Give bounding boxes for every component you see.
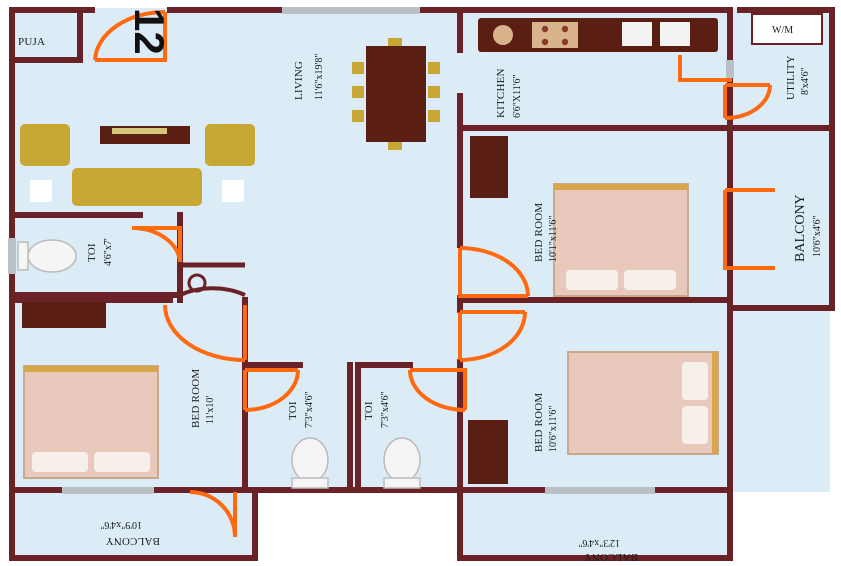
toi-c1-dim: 7'3"x4'6" [304,391,315,428]
bed-ne [553,183,689,297]
bed-sw-dim: 11'x10' [205,396,216,424]
living-dim: 11'6"x19'8" [314,54,325,100]
bed-se [567,351,719,455]
wardrobe-sw [22,302,106,328]
toi-c1-label: TOI [287,401,299,420]
bed-sw-label: BED ROOM [190,369,202,428]
kitchen-counter [478,18,718,52]
toi-c2-label: TOI [363,401,375,420]
bed-se-dim: 10'6"x11'6" [548,406,559,452]
balcony-sw-dim: 10'9"x4'6" [100,519,142,530]
balcony-sw-label: BALCONY [105,535,160,547]
toi-c2-dim: 7'3"x4'6" [380,391,391,428]
utility-dim: 8'x4'6" [800,67,811,95]
wc-center-1 [291,437,329,489]
balcony-se-dim: 12'3"x4'6" [578,537,620,548]
balcony-east-dim: 10'6"x4'6" [812,215,823,257]
drain-fixture [179,273,246,297]
bed-ne-dim: 10'1"x11'6" [548,216,559,262]
washing-machine [751,13,823,45]
doors [93,9,775,538]
dining-table [352,38,440,150]
bed-ne-label: BED ROOM [533,203,545,262]
windows [8,7,734,494]
wc-center-2 [383,437,421,489]
toi-west-label: TOI [86,243,98,262]
living-label: LIVING [293,61,305,100]
bed-sw [23,365,159,479]
toi-west-dim: 4'6"x7' [103,238,114,266]
kitchen-label: KITCHEN [495,68,507,118]
wardrobe-se [468,420,508,484]
wardrobe-ne [470,136,508,198]
puja-label: PUJA [18,36,45,48]
living-furniture [20,124,255,206]
utility-label: UTILITY [785,55,797,100]
unit-number: 12 [126,8,173,55]
wc-west [17,239,77,273]
balcony-se-label: BALCONY [583,551,638,563]
balcony-east-label: BALCONY [793,194,808,262]
kitchen-dim: 6'6"X11'6" [512,74,523,118]
wm-label: W/M [772,25,793,36]
bed-se-label: BED ROOM [533,393,545,452]
